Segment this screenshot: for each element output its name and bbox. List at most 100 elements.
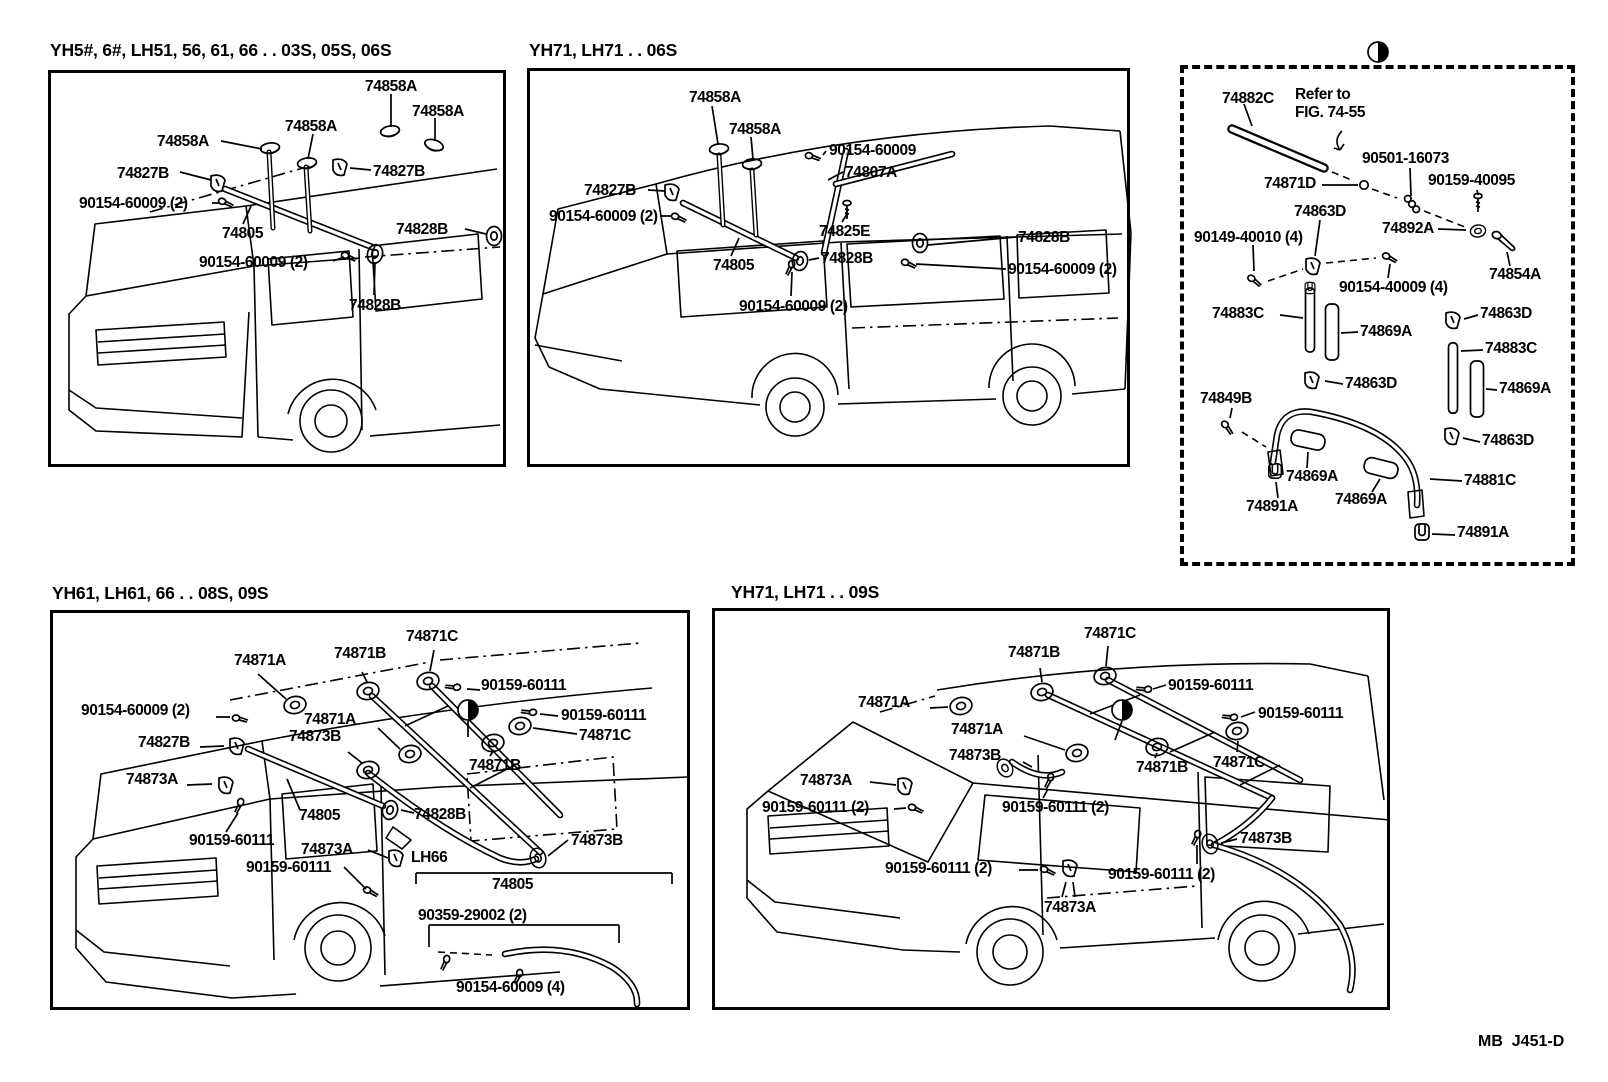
panel-box-yh61	[50, 610, 690, 1010]
part-label: 74892A	[1382, 220, 1434, 237]
part-label: 74883C	[1485, 340, 1537, 357]
part-label: 74849B	[1200, 390, 1252, 407]
part-label: 74871A	[234, 652, 286, 669]
hardware-detail-art	[1218, 41, 1519, 541]
part-label: 74805	[299, 807, 341, 824]
part-label: 90159-40095	[1428, 172, 1515, 189]
van-drawing-yh71-06s	[534, 105, 1132, 437]
part-label: 74871B	[334, 645, 386, 662]
part-label: 74871B	[1136, 759, 1188, 776]
part-label: 74871C	[579, 727, 631, 744]
part-label: 90154-60009 (2)	[199, 254, 308, 271]
part-label: 74873A	[1044, 899, 1096, 916]
part-label: 74863D	[1480, 305, 1532, 322]
part-label: 74882C	[1222, 90, 1274, 107]
van-drawing-yh71-09s	[746, 645, 1391, 994]
part-label: 74873B	[949, 747, 1001, 764]
panel-title-yh71-06s: YH71, LH71 . . 06S	[529, 40, 678, 60]
part-label: 74858A	[157, 133, 209, 150]
part-label: 74871A	[951, 721, 1003, 738]
part-label: 74828B	[1018, 229, 1070, 246]
part-label: 74869A	[1286, 468, 1338, 485]
part-label: 74807A	[845, 164, 897, 181]
part-label: 74858A	[689, 89, 741, 106]
part-label: 74873B	[1240, 830, 1292, 847]
part-label: 74863D	[1345, 375, 1397, 392]
part-label: 74869A	[1499, 380, 1551, 397]
part-label: 74827B	[138, 734, 190, 751]
part-label: 74863D	[1294, 203, 1346, 220]
part-label: 74871A	[858, 694, 910, 711]
panel-box-detail	[1180, 65, 1575, 566]
part-label: 74827B	[117, 165, 169, 182]
part-label: 74873B	[289, 728, 341, 745]
part-label: 74863D	[1482, 432, 1534, 449]
part-label: 90154-60009 (2)	[1008, 261, 1117, 278]
part-label: 90154-60009 (2)	[739, 298, 848, 315]
part-label: 74828B	[821, 250, 873, 267]
part-label: 90154-60009 (2)	[549, 208, 658, 225]
part-label: 90501-16073	[1362, 150, 1449, 167]
part-label: 74854A	[1489, 266, 1541, 283]
part-label: 74805	[492, 876, 534, 893]
part-label: 74883C	[1212, 305, 1264, 322]
part-label: 90159-60111 (2)	[1108, 866, 1215, 883]
part-label: LH66	[411, 849, 448, 866]
part-label: 74871C	[1213, 754, 1265, 771]
part-label: 74871A	[304, 711, 356, 728]
part-label: 90154-60009 (2)	[81, 702, 190, 719]
page-code: MB J451-D	[1478, 1033, 1565, 1050]
part-label: 74881C	[1464, 472, 1516, 489]
part-label: 90159-60111 (2)	[885, 860, 992, 877]
part-label: 74858A	[285, 118, 337, 135]
part-label: 74827B	[373, 163, 425, 180]
part-label: 74805	[222, 225, 264, 242]
part-label: 74871B	[1008, 644, 1060, 661]
part-label: 90159-60111	[189, 832, 275, 849]
part-label: 74869A	[1360, 323, 1412, 340]
part-label: 74827B	[584, 182, 636, 199]
panel-box-yh71-09s	[712, 608, 1390, 1010]
part-label: 74825E	[819, 223, 871, 240]
panel-title-yh61: YH61, LH61, 66 . . 08S, 09S	[52, 583, 269, 603]
part-label: 74891A	[1457, 524, 1509, 541]
part-label: 74873A	[800, 772, 852, 789]
part-label: 74873B	[571, 832, 623, 849]
panel-box-yh71-06s	[527, 68, 1130, 467]
part-label: 74873A	[301, 841, 353, 858]
part-label: 74828B	[349, 297, 401, 314]
part-label: 90154-40009 (4)	[1339, 279, 1448, 296]
part-label: 74871C	[1084, 625, 1136, 642]
part-label: 90154-60009 (4)	[456, 979, 565, 996]
part-label: 74858A	[412, 103, 464, 120]
part-label: 90159-60111 (2)	[1002, 799, 1109, 816]
part-label: 74891A	[1246, 498, 1298, 515]
part-label: 74871D	[1264, 175, 1316, 192]
van-drawing-yh61	[75, 642, 689, 1008]
part-label: 90154-60009	[829, 142, 916, 159]
part-label: 74805	[713, 257, 755, 274]
part-label: 74869A	[1335, 491, 1387, 508]
part-label: 90159-60111	[561, 707, 647, 724]
part-label: 90159-60111	[1258, 705, 1344, 722]
part-label: 90159-60111	[246, 859, 332, 876]
part-label: 74871B	[469, 757, 521, 774]
panel-title-yh71-09s: YH71, LH71 . . 09S	[731, 582, 880, 602]
van-drawing-yh5	[68, 94, 503, 453]
part-label: 90159-60111 (2)	[762, 799, 869, 816]
part-label: 74858A	[729, 121, 781, 138]
part-label: 90159-60111	[481, 677, 567, 694]
part-label: Refer to FIG. 74-55	[1295, 86, 1366, 121]
part-label: 90149-40010 (4)	[1194, 229, 1303, 246]
panel-box-yh5	[48, 70, 506, 467]
part-label: 74873A	[126, 771, 178, 788]
part-label: 74828B	[414, 806, 466, 823]
panel-title-yh5: YH5#, 6#, LH51, 56, 61, 66 . . 03S, 05S,…	[50, 40, 392, 60]
part-label: 74828B	[396, 221, 448, 238]
part-label: 74871C	[406, 628, 458, 645]
part-label: 90159-60111	[1168, 677, 1254, 694]
part-label: 90154-60009 (2)	[79, 195, 188, 212]
part-label: 90359-29002 (2)	[418, 907, 527, 924]
